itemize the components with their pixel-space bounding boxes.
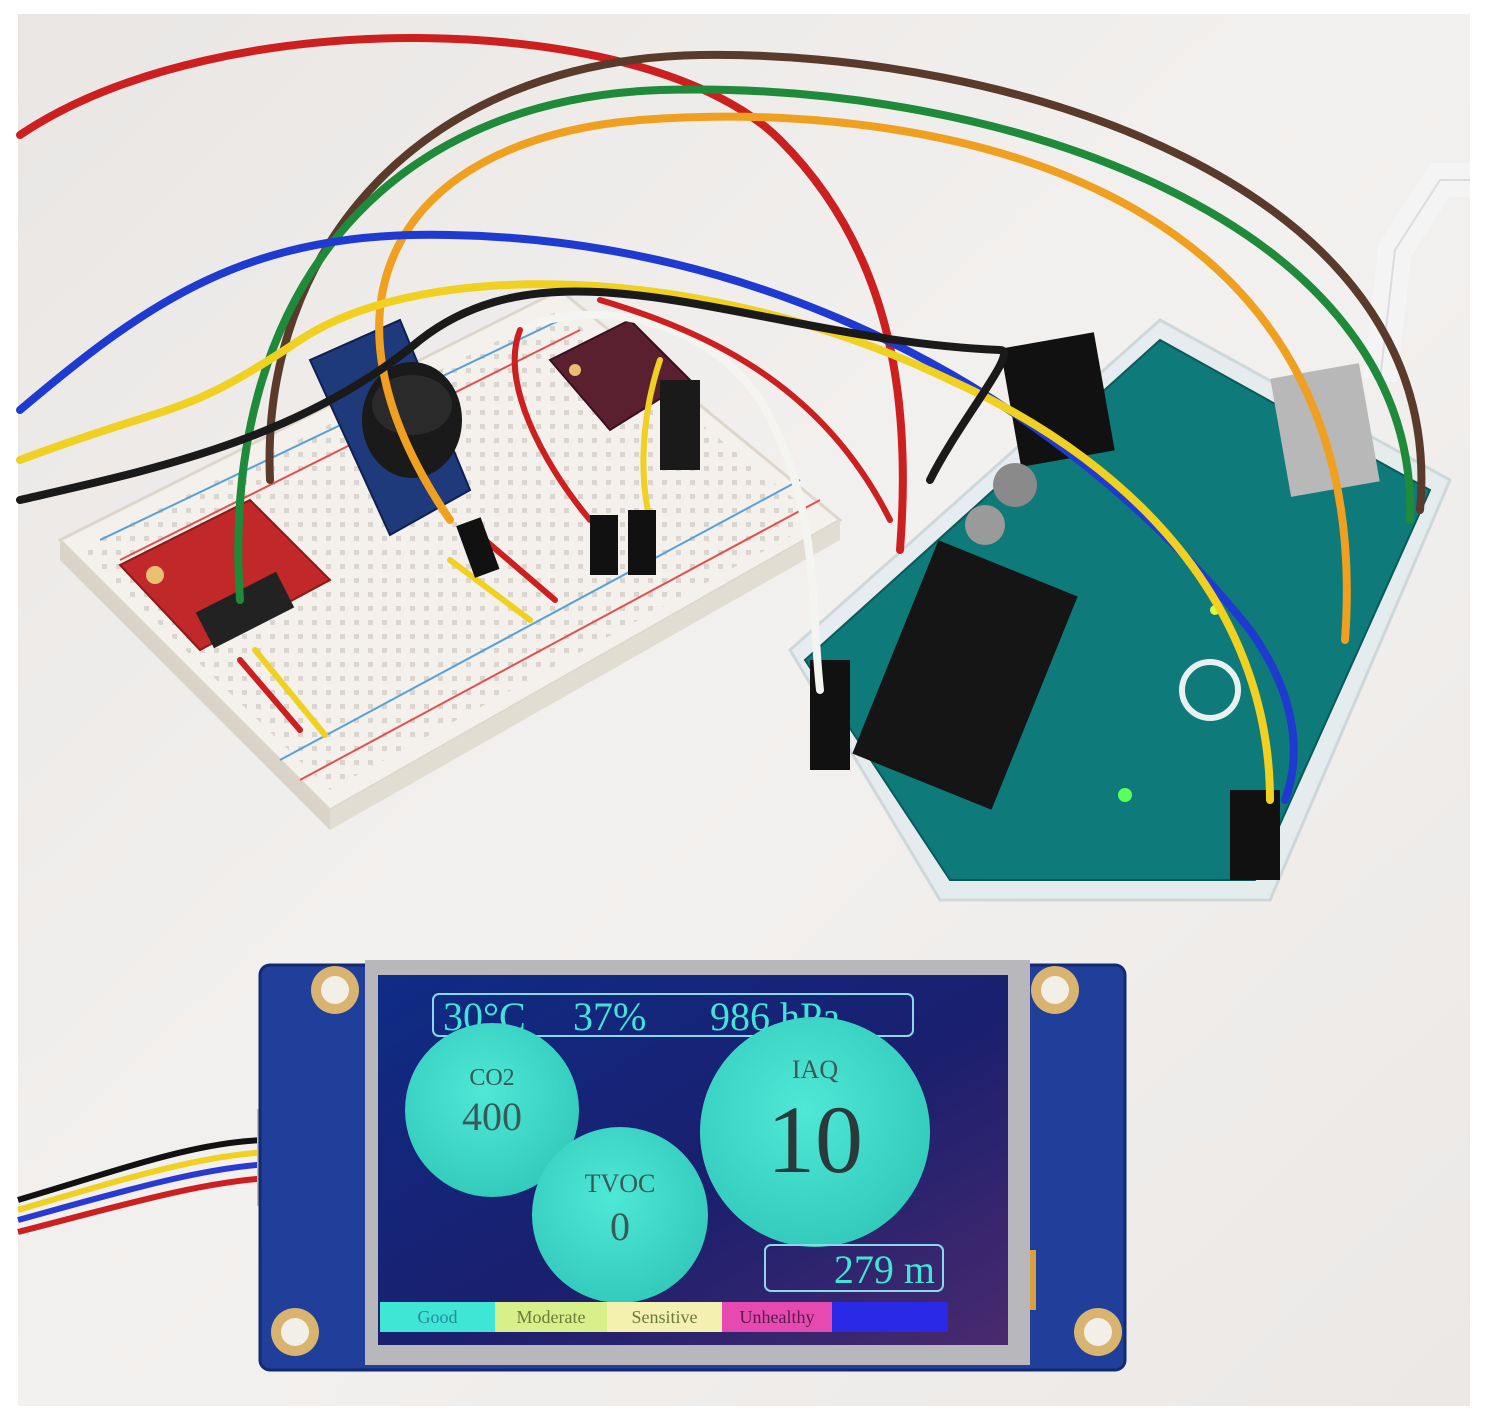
humidity-readout: 37% [573,994,646,1039]
co2-bubble [405,1023,579,1197]
iaq-label: IAQ [792,1055,838,1084]
scale-label-moderate: Moderate [517,1307,586,1327]
sensor-module-red [118,498,332,652]
scale-segment-good [380,1302,495,1332]
jumper-wires [16,34,1426,804]
scale-segment-unhealthy [722,1302,832,1332]
iaq-bubble [700,1017,930,1247]
altitude-readout: 279 m [834,1247,935,1292]
iaq-value: 10 [767,1086,863,1193]
lcd-content: 30°C 37% 986 hPa CO2 400 TVOC 0 IAQ 10 2… [380,993,948,1332]
tvoc-bubble [532,1127,708,1303]
tvoc-label: TVOC [585,1169,656,1198]
scale-label-unhealthy: Unhealthy [740,1307,815,1327]
co2-value: 400 [462,1094,522,1139]
altitude-frame [764,1244,944,1292]
aqi-scale-bar: Good Moderate Sensitive Unhealthy [380,1302,948,1332]
scale-segment-sensitive [607,1302,722,1332]
arduino-board [788,318,1452,902]
sensor-module-purple [548,318,700,470]
scale-segment-moderate [495,1302,607,1332]
scale-label-sensitive: Sensitive [632,1307,698,1327]
scale-label-good: Good [418,1307,458,1327]
scale-segment-hazardous [832,1302,948,1332]
usb-cable [1363,163,1470,382]
co2-label: CO2 [469,1065,514,1091]
tvoc-value: 0 [610,1204,630,1249]
header-frame [432,993,914,1037]
